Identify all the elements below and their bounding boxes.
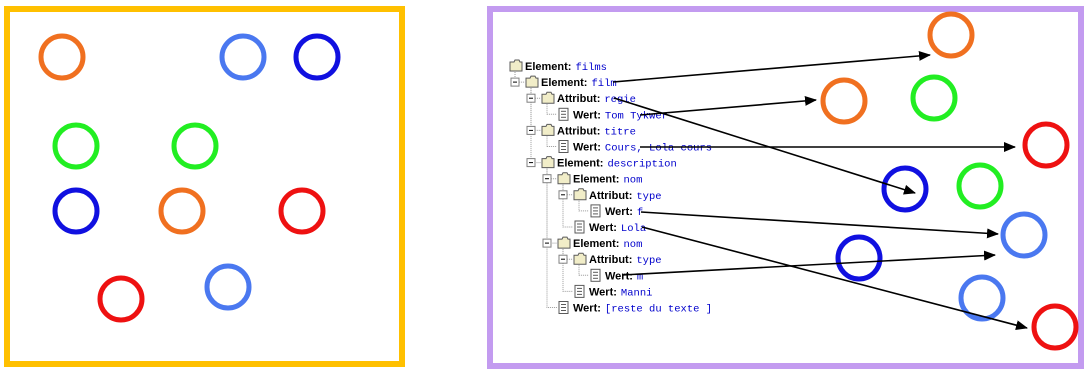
tree-node-kind: Attribut: — [589, 190, 632, 202]
tree-node-kind: Element: — [557, 158, 603, 170]
tree-node-name: type — [636, 191, 661, 203]
arrow-group — [612, 50, 1028, 331]
folder-icon — [573, 188, 587, 201]
tree-node-name: Cours, Lola cours — [605, 143, 712, 155]
arrow-to-light-blue-a — [640, 211, 999, 239]
left-circle-orange-2 — [158, 187, 206, 235]
tree-node-kind: Wert: — [589, 222, 617, 234]
folder-icon — [541, 123, 555, 136]
tree-node-label: Attribut: titre — [557, 125, 636, 138]
arrow-to-dark-blue-a — [613, 97, 916, 195]
tree-node-kind: Element: — [573, 174, 619, 186]
tree-connector-line — [578, 200, 589, 212]
right-circle-orange-mid — [820, 77, 868, 125]
tree-node-label: Wert: [reste du texte ] — [573, 303, 712, 316]
tree-node-name: type — [636, 255, 661, 267]
folder-icon — [557, 172, 571, 185]
tree-connector-line — [546, 136, 557, 147]
tree-node-label: Attribut: type — [589, 190, 662, 203]
arrow-to-light-blue-a — [621, 250, 996, 276]
folder-icon — [557, 236, 571, 249]
tree-node-name: f — [637, 207, 643, 219]
left-circle-dark-blue-1 — [293, 33, 341, 81]
document-icon — [574, 220, 585, 234]
tree-node-label: Attribut: type — [589, 254, 662, 267]
tree-node-kind: Element: — [541, 77, 587, 89]
arrow-to-red-bottom — [641, 226, 1028, 331]
document-icon — [558, 301, 569, 314]
right-circle-orange-top — [927, 11, 975, 59]
tree-node-kind: Wert: — [573, 109, 601, 121]
left-circle-light-blue-2 — [204, 263, 252, 311]
tree-node-name: films — [575, 62, 607, 74]
right-circle-dark-blue-b — [835, 234, 883, 282]
tree-node-label: Element: nom — [573, 238, 642, 251]
folder-icon — [573, 252, 587, 265]
left-circle-green-1 — [52, 122, 100, 170]
tree-node-kind: Attribut: — [557, 125, 600, 137]
right-circle-green-mid — [956, 162, 1004, 210]
folder-icon — [509, 59, 523, 72]
left-circle-light-blue-1 — [219, 33, 267, 81]
right-circle-group — [820, 11, 1079, 351]
tree-node-name: Lola — [621, 223, 646, 235]
tree-node-label: Wert: Lola — [589, 222, 646, 235]
tree-node-label: Element: nom — [573, 174, 642, 187]
tree-connector-line — [546, 104, 557, 115]
tree-node-kind: Wert: — [605, 270, 633, 282]
tree-connector-line — [546, 168, 557, 308]
left-circle-red-1 — [278, 187, 326, 235]
tree-connector-line — [578, 265, 589, 276]
right-circle-green-top — [910, 74, 958, 122]
tree-node-name: film — [591, 78, 616, 90]
right-circle-light-blue-a — [1000, 211, 1048, 259]
tree-node-label: Wert: Manni — [589, 286, 652, 299]
tree-node-name: nom — [623, 239, 642, 251]
tree-node-name: Manni — [621, 287, 653, 299]
arrow-to-orange-mid — [639, 95, 817, 116]
left-circle-red-2 — [97, 275, 145, 323]
tree-node-kind: Wert: — [605, 206, 633, 218]
arrow-to-orange-top — [612, 50, 931, 83]
tree-node-kind: Wert: — [573, 303, 601, 315]
folder-icon — [541, 91, 555, 104]
folder-icon — [525, 75, 539, 88]
tree-node-kind: Wert: — [573, 142, 601, 154]
xml-tree: Element:filmsElement:filmAttribut:regieW… — [509, 59, 712, 316]
tree-node-label: Wert: m — [605, 270, 643, 283]
tree-node-kind: Element: — [573, 238, 619, 250]
tree-node-name: nom — [623, 175, 642, 187]
tree-node-label: Element: films — [525, 61, 607, 74]
right-circle-red-top — [1022, 121, 1070, 169]
tree-node-name: m — [637, 271, 643, 283]
right-panel-frame — [487, 6, 1084, 369]
right-circle-dark-blue-a — [881, 165, 929, 213]
tree-node-label: Element: description — [557, 158, 677, 171]
tree-node-kind: Attribut: — [589, 254, 632, 266]
document-icon — [590, 204, 601, 218]
left-circle-green-2 — [171, 122, 219, 170]
right-circle-light-blue-b — [958, 274, 1006, 322]
left-circle-orange-1 — [38, 33, 86, 81]
tree-node-label: Wert: f — [605, 206, 643, 219]
document-icon — [558, 140, 569, 153]
tree-node-label: Attribut:regie — [557, 93, 636, 106]
document-icon — [558, 107, 569, 121]
tree-node-kind: Wert: — [589, 286, 617, 298]
folder-icon — [541, 156, 555, 169]
tree-node-kind: Attribut: — [557, 93, 600, 105]
left-circle-dark-blue-2 — [52, 187, 100, 235]
left-circle-group — [38, 33, 341, 323]
tree-node-label: Wert: Cours, Lola cours — [573, 142, 712, 155]
tree-node-name: description — [607, 159, 676, 171]
tree-node-label: Element: film — [541, 77, 617, 90]
tree-node-name: [reste du texte ] — [605, 304, 712, 316]
tree-node-name: titre — [604, 126, 636, 138]
document-icon — [574, 284, 585, 298]
document-icon — [590, 268, 601, 282]
tree-node-kind: Element: — [525, 61, 571, 73]
right-circle-red-bottom — [1031, 303, 1079, 351]
